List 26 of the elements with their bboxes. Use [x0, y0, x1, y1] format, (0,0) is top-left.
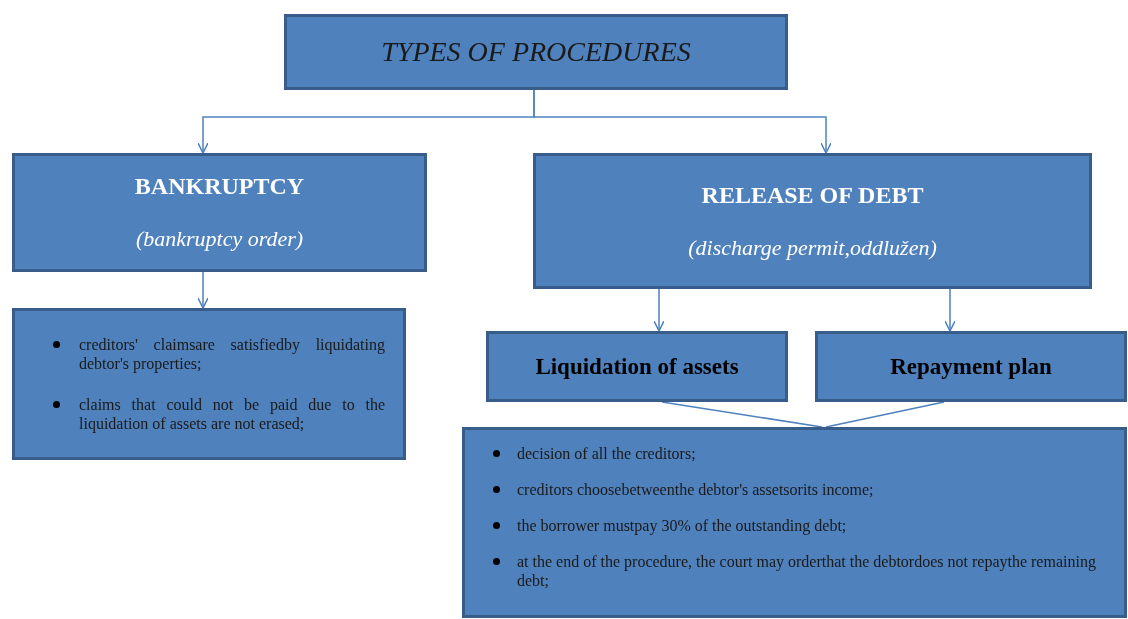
- bullet-text: claims that could not be paid due to the liquidation of assets are not erased;: [79, 395, 385, 433]
- title-box: [284, 14, 788, 90]
- arrow: [197, 271, 209, 309]
- subcategory-box: [486, 331, 788, 402]
- arrow: [533, 89, 832, 154]
- bullet-text: decision of all the creditors;: [517, 444, 697, 463]
- bullet-text: creditors choosebetweenthe debtor's assetsorits income;: [517, 480, 875, 499]
- connector-line: [661, 401, 823, 428]
- heading: BANKRUPTCY: [134, 173, 305, 200]
- subtitle: (discharge permit,oddlužen): [688, 234, 937, 261]
- category-box: [533, 153, 1092, 289]
- heading: Repayment plan: [890, 353, 1052, 380]
- subcategory-box: [815, 331, 1127, 402]
- subtitle: (bankruptcy order): [135, 226, 304, 252]
- bullet-text: at the end of the procedure, the court may orderthat the debtordoes not repaythe remaining debt;: [517, 552, 1097, 590]
- bullet-list-box: [462, 427, 1127, 618]
- heading: Liquidation of assets: [535, 353, 739, 380]
- arrow: [653, 288, 665, 332]
- heading: RELEASE OF DEBT: [701, 181, 924, 209]
- bullet-list-box: [12, 308, 406, 460]
- bullet-text: the borrower mustpay 30% of the outstanding debt;: [517, 516, 848, 535]
- arrow: [944, 288, 956, 332]
- bullet-text: creditors' claimsare satisfiedby liquidating debtor's properties;: [79, 335, 385, 373]
- heading: TYPES OF PROCEDURES: [381, 36, 691, 68]
- category-box: [12, 153, 427, 272]
- connector-line: [825, 401, 945, 428]
